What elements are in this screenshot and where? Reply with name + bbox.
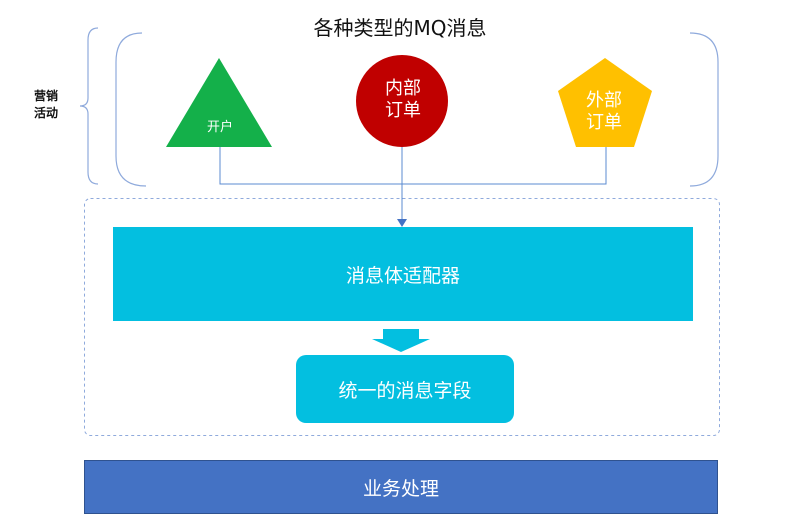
pentagon-shape [558,58,652,147]
arrowhead-to-adapter [397,219,407,227]
unified-fields-box: 统一的消息字段 [296,355,514,423]
marketing-activity-label-text: 营销 活动 [33,89,58,120]
triangle-shape [166,58,272,147]
business-processing-label: 业务处理 [362,477,439,500]
marketing-activity-label: 营销 活动 [28,88,64,122]
business-processing-box: 业务处理 [84,460,718,514]
connector-external [402,147,607,185]
external-order-label: 外部 订单 [586,90,622,133]
sources-group-bracket-right [689,32,719,187]
unified-fields-label: 统一的消息字段 [338,379,472,402]
down-arrow-icon [372,329,430,352]
message-adapter-label: 消息体适配器 [345,264,460,287]
kaihu-label: 开户 [206,120,233,135]
left-bracket [79,27,99,185]
message-adapter-box: 消息体适配器 [113,227,693,321]
internal-order-label: 内部 订单 [385,78,421,121]
processing-container [84,198,720,436]
diagram-title: 各种类型的MQ消息 [313,16,487,40]
circle-shape [356,55,448,147]
connector-kaihu [219,147,402,185]
sources-group-bracket [115,32,147,187]
